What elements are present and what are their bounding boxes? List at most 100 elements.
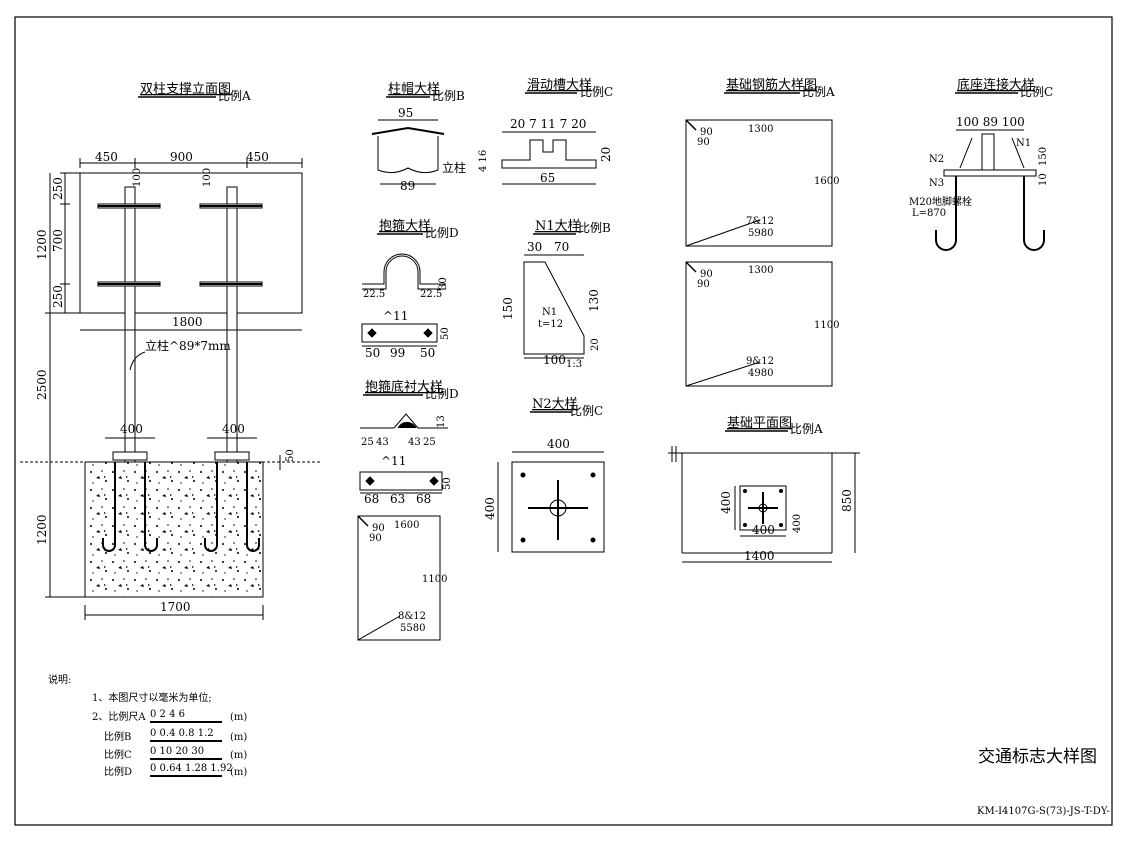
base-conn-n3: N3 — [929, 178, 944, 189]
notes-scale-c: 比例C — [104, 750, 132, 761]
n1-label: N1 — [542, 307, 557, 318]
scale-d-unit: (m) — [230, 767, 248, 778]
found-inner-w: 400 — [752, 523, 775, 537]
sheet-border — [14, 16, 1113, 826]
width-1700: 1700 — [160, 600, 191, 614]
rebar-c-bar: 8&12 — [398, 611, 426, 622]
found-plan-scale: 比例A — [790, 422, 823, 436]
base-conn-n2: N2 — [929, 154, 944, 165]
n2-detail: N2大样 比例C 400 400 — [483, 397, 605, 553]
rebar-b-height: 1100 — [814, 320, 839, 331]
found-inner-h2: 400 — [792, 514, 803, 533]
n1-right-dim2: 20 — [590, 338, 601, 351]
top-dim-1: 450 — [95, 150, 118, 164]
cap-bottom-dim: 89 — [400, 179, 415, 193]
scale-c-ticks: 0 10 20 30 — [150, 746, 205, 757]
liner-d1: 25 — [361, 437, 374, 448]
n1-bottom-dim: 100 — [543, 353, 566, 367]
n1-thickness: t=12 — [538, 319, 563, 330]
notes-line2: 2、比例尺A — [92, 712, 146, 723]
elevation-title: 双柱支撑立面图 — [140, 82, 231, 97]
left-dim-250a: 250 — [51, 177, 65, 200]
rebar-c-length: 5580 — [400, 623, 425, 634]
n1-scale: 比例B — [578, 221, 611, 235]
base-conn-h10: 10 — [1038, 173, 1049, 186]
liner-b1: 68 — [364, 492, 379, 506]
scale-b-ticks: 0 0.4 0.8 1.2 — [150, 728, 214, 739]
rebar-b-length: 4980 — [748, 368, 773, 379]
hoop-hole: ^11 — [383, 309, 408, 323]
n1-right-dim: 130 — [587, 289, 601, 312]
rebar-c-height: 1100 — [422, 574, 447, 585]
dim-50: 50 — [285, 449, 296, 462]
liner-b2: 63 — [390, 492, 405, 506]
base-dim-1: 400 — [120, 422, 143, 436]
sheet-title: 交通标志大样图 — [978, 747, 1097, 767]
liner-scale: 比例D — [425, 387, 459, 401]
n1-top-2: 70 — [554, 240, 569, 254]
scale-a-unit: (m) — [230, 712, 248, 723]
notes-scale-d: 比例D — [104, 767, 133, 778]
rebar-a-corner: 90 — [700, 127, 713, 138]
notes-line1: 1、本图尺寸以毫米为单位; — [92, 693, 212, 704]
hoop-liner-detail: 抱箍底衬大样 比例D 25 43 43 25 13 ^11 68 63 68 5… — [359, 379, 459, 506]
n1-left-dim: 150 — [501, 297, 515, 320]
base-conn-dims: 100 89 100 — [956, 115, 1025, 129]
rebar-scale: 比例A — [802, 85, 835, 99]
scale-bars — [150, 721, 222, 777]
hoop-h: 30 — [438, 277, 449, 290]
cap-title: 柱帽大样 — [388, 81, 440, 97]
hoop-b1: 50 — [365, 346, 380, 360]
post-dim-2: 100 — [202, 168, 213, 187]
hoop-detail: 抱箍大样 比例D 22.5 22.5 30 ^11 50 99 50 50 — [361, 218, 459, 360]
found-inner-h: 400 — [719, 491, 733, 514]
slot-bottom-dim: 65 — [540, 171, 555, 185]
notes-heading: 说明: — [48, 675, 72, 686]
base-connection-detail: 底座连接大样 比例C 100 89 100 N1 N2 N3 150 10 M2… — [909, 77, 1053, 251]
liner-h: 13 — [436, 415, 447, 428]
rebar-c-detail: 90 90 1600 1100 8&12 5580 — [357, 515, 447, 641]
slot-top-dims: 20 7 11 7 20 — [510, 117, 586, 131]
hoop-r: 50 — [440, 327, 451, 340]
liner-d3: 43 — [408, 437, 421, 448]
rebar-c-corner2: 90 — [369, 533, 382, 544]
cap-top-dim: 95 — [398, 106, 413, 120]
hoop-b2: 99 — [390, 346, 405, 360]
elevation-view: 双柱支撑立面图 比例A 450 900 450 100 100 250 700 … — [20, 82, 320, 620]
base-conn-length: L=870 — [912, 208, 946, 219]
left-dim-1200b: 1200 — [35, 514, 49, 545]
n1-ratio: 1:3 — [566, 359, 582, 370]
cap-scale: 比例B — [432, 89, 465, 103]
left-dim-2500: 2500 — [35, 369, 49, 400]
post-dim-1: 100 — [132, 168, 143, 187]
hoop-title: 抱箍大样 — [379, 218, 431, 234]
n2-width: 400 — [547, 437, 570, 451]
left-dim-250b: 250 — [51, 285, 65, 308]
drawing-number: KM-I4107G-S(73)-JS-T-DY- — [977, 806, 1110, 817]
cap-post-label: 立柱 — [442, 160, 466, 175]
n1-top-1: 30 — [527, 240, 542, 254]
base-conn-h150: 150 — [1038, 147, 1049, 166]
elevation-scale: 比例A — [218, 89, 251, 103]
slot-scale: 比例C — [580, 85, 613, 99]
scale-c-unit: (m) — [230, 750, 248, 761]
post-label: 立柱^89*7mm — [145, 338, 231, 353]
rebar-b-bar: 9&12 — [746, 356, 774, 367]
scale-b-unit: (m) — [230, 732, 248, 743]
base-conn-bolt: M20地脚螺栓 — [909, 195, 972, 208]
n2-title: N2大样 — [532, 397, 578, 412]
found-outer-w: 1400 — [744, 549, 775, 563]
hoop-d2: 22.5 — [420, 289, 442, 300]
hoop-b3: 50 — [420, 346, 435, 360]
top-dim-3: 450 — [246, 150, 269, 164]
rebar-a-corner2: 90 — [697, 137, 710, 148]
n1-title: N1大样 — [535, 219, 581, 234]
rebar-b-corner2: 90 — [697, 279, 710, 290]
scale-a-ticks: 0 2 4 6 — [150, 709, 185, 720]
liner-r: 50 — [442, 477, 453, 490]
liner-b3: 68 — [416, 492, 431, 506]
rebar-detail: 基础钢筋大样图 比例A 90 90 1300 1600 7&12 5980 90… — [685, 77, 839, 387]
liner-d2: 43 — [376, 437, 389, 448]
rebar-b-width: 1300 — [748, 265, 773, 276]
